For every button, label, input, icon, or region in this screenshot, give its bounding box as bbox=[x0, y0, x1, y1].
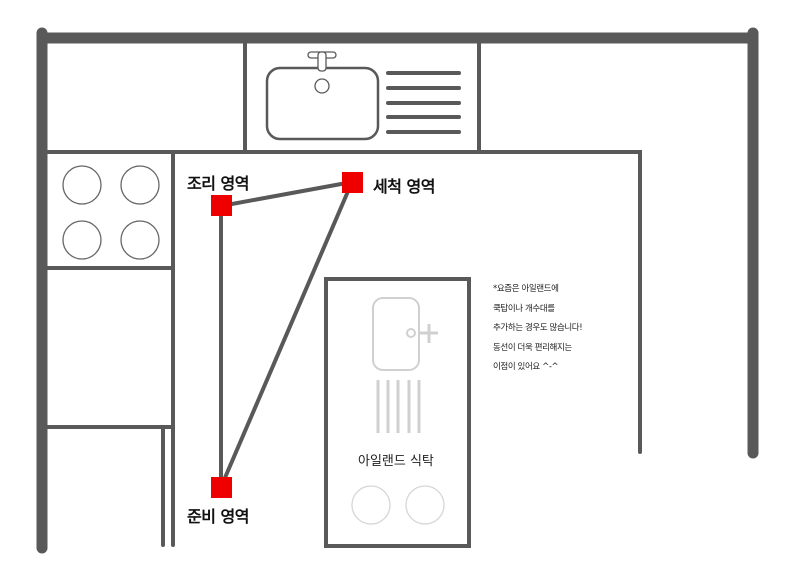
island-label: 아일랜드 식탁 bbox=[358, 454, 434, 469]
washing-zone-marker bbox=[342, 172, 363, 193]
counter-lines bbox=[46, 42, 642, 547]
seat-icon bbox=[351, 485, 445, 525]
drain-rack-icon bbox=[386, 71, 461, 134]
island-table bbox=[324, 277, 471, 548]
prep-zone-marker bbox=[211, 477, 232, 498]
tip-note-line: *요즘은 아일랜드에 bbox=[493, 284, 559, 294]
island-drain-rack-icon bbox=[376, 380, 421, 433]
tip-note-line: 추가하는 경우도 많습니다! bbox=[493, 323, 583, 333]
sink-icon bbox=[265, 51, 461, 141]
washing-zone-label: 세척 영역 bbox=[373, 177, 435, 196]
cooking-zone-marker bbox=[211, 195, 232, 216]
cooktop-icon bbox=[62, 165, 160, 260]
island-sink-icon bbox=[372, 297, 438, 371]
outer-walls bbox=[36, 27, 759, 554]
prep-zone-label: 준비 영역 bbox=[187, 507, 249, 526]
zone-markers bbox=[211, 172, 363, 498]
tip-note-line: 이점이 있어요 ^-^ bbox=[493, 362, 559, 372]
cooking-zone-label: 조리 영역 bbox=[187, 174, 249, 193]
tip-note-line: 쿡탑이나 개수대를 bbox=[493, 303, 555, 314]
tip-note-line: 동선이 더욱 편리해지는 bbox=[493, 342, 572, 353]
tip-note: *요즘은 아일랜드에 쿡탑이나 개수대를 추가하는 경우도 많습니다! 동선이 … bbox=[493, 280, 583, 378]
work-triangle bbox=[219, 180, 354, 489]
